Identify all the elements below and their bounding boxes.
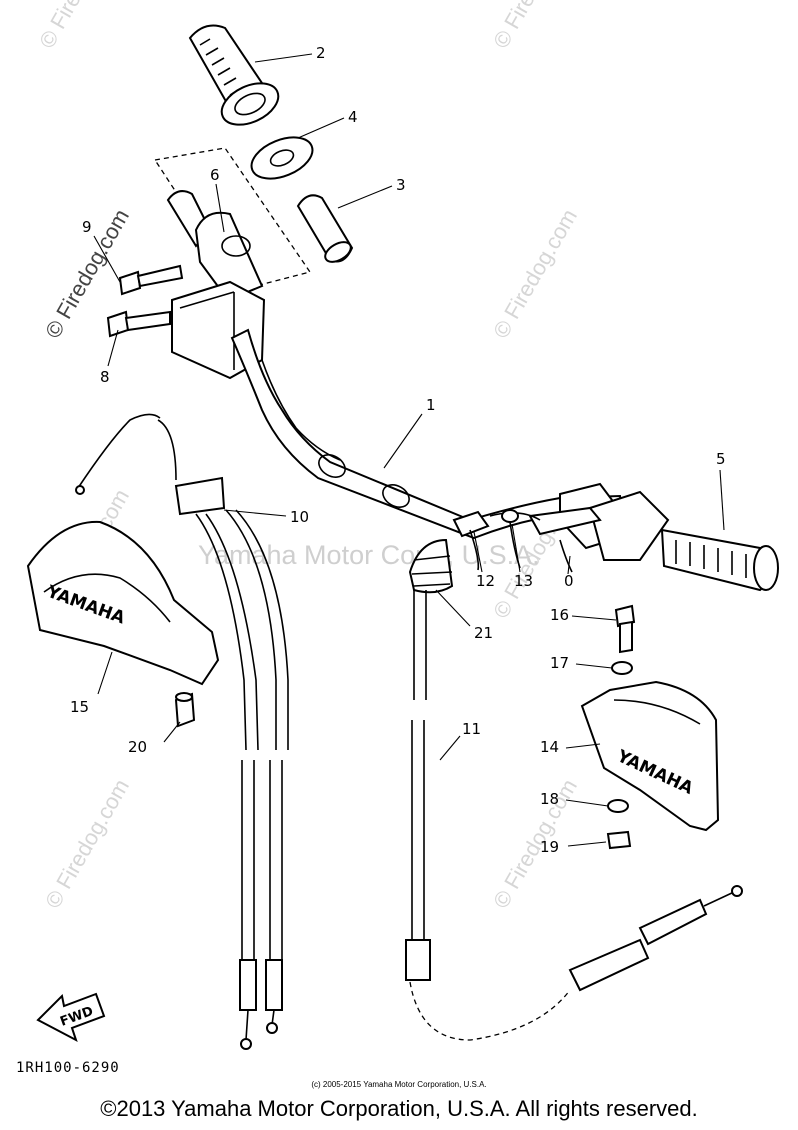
callout-4: 4: [348, 108, 358, 126]
part-13-switch: [501, 509, 521, 569]
diagram-code: 1RH100-6290: [16, 1060, 120, 1076]
small-copyright: (c) 2005-2015 Yamaha Motor Corporation, …: [311, 1080, 487, 1089]
part-16-bolt: [614, 604, 636, 654]
callout-6: 6: [210, 166, 220, 184]
part-5-grip-assembly: [528, 482, 779, 592]
leader-lines: [93, 53, 725, 847]
callout-21: 21: [474, 624, 493, 642]
part-14-hand-guard: YAMAHA: [580, 680, 720, 832]
copyright-notice: ©2013 Yamaha Motor Corporation, U.S.A. A…: [100, 1096, 698, 1121]
callout-14: 14: [540, 738, 559, 756]
part-20-collar: [174, 692, 196, 728]
callout-10: 10: [290, 508, 309, 526]
callout-17: 17: [550, 654, 569, 672]
part-10-throttle-cables: [75, 413, 289, 1050]
callout-2: 2: [316, 44, 326, 62]
part-19-nut: [606, 830, 632, 850]
callout-8: 8: [100, 368, 110, 386]
callout-15: 15: [70, 698, 89, 716]
callout-3: 3: [396, 176, 406, 194]
part-3-throttle-tube: [296, 194, 354, 263]
callout-16: 16: [550, 606, 569, 624]
callout-18: 18: [540, 790, 559, 808]
fwd-arrow: FWD: [36, 992, 106, 1043]
part-15-hand-guard: YAMAHA: [26, 520, 220, 686]
part-9-screw: [118, 264, 184, 296]
callout-9: 9: [82, 218, 92, 236]
callout-1: 1: [426, 396, 436, 414]
part-18-washer: [607, 799, 629, 813]
part-4-washer: [250, 136, 314, 180]
part-21-boot: [408, 538, 454, 594]
part-8-screw: [106, 310, 171, 338]
part-17-washer: [611, 661, 633, 675]
center-watermark: Yamaha Motor Corp., U.S.A.: [198, 540, 540, 570]
part-11-clutch-cable: [405, 590, 743, 1041]
callout-12: 12: [476, 572, 495, 590]
callout-11: 11: [462, 720, 481, 738]
callout-20: 20: [128, 738, 147, 756]
callout-19: 19: [540, 838, 559, 856]
part-2-grip: [188, 24, 280, 126]
callout-5: 5: [716, 450, 726, 468]
callout-0: 0: [564, 572, 574, 590]
callout-13: 13: [514, 572, 533, 590]
